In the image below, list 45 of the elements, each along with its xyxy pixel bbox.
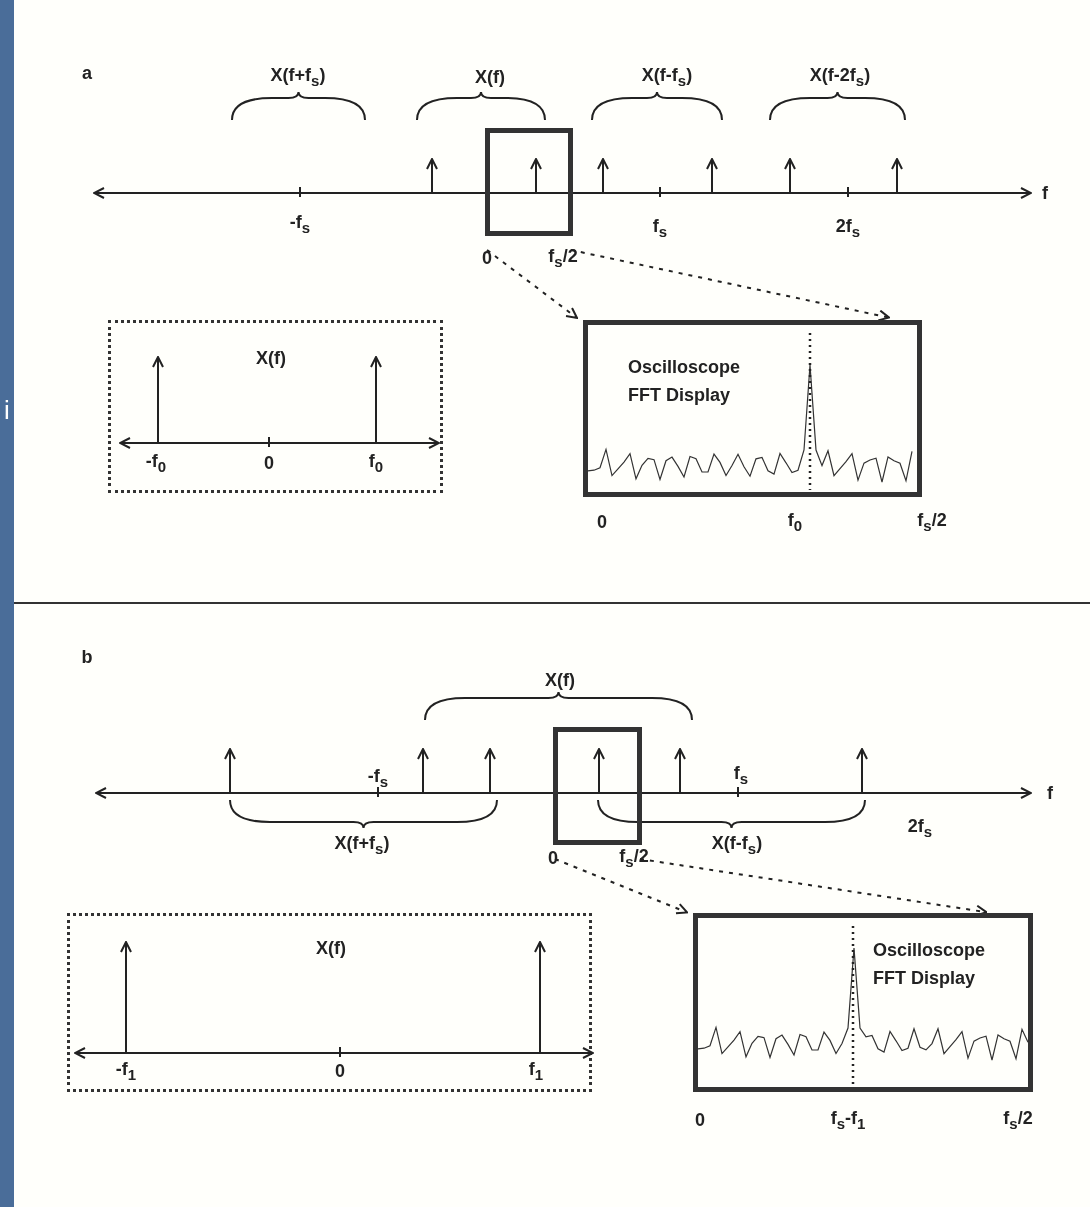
leader-line bbox=[554, 858, 689, 915]
spectrum-label: X(f-f$_{s}$) bbox=[641, 66, 693, 88]
panel-letter: b bbox=[81, 648, 93, 666]
spectrum-inset-panel bbox=[108, 320, 443, 493]
oscilloscope-screen bbox=[583, 320, 922, 497]
tick-label: 0 bbox=[548, 849, 558, 867]
spectrum-label: X(f) bbox=[475, 68, 505, 86]
screen-caption: Oscilloscope FFT Display bbox=[628, 356, 741, 407]
tick-label: 0 bbox=[335, 1062, 345, 1080]
tick-label: 0 bbox=[482, 249, 492, 267]
tick-label: f$_{1}$ bbox=[528, 1060, 544, 1082]
zoom-window bbox=[485, 128, 573, 236]
tick-label: f$_{s}$ bbox=[733, 764, 749, 786]
tick-label: f$_{s}$-f$_{1}$ bbox=[830, 1109, 866, 1131]
leader-line bbox=[486, 249, 578, 319]
tick-label: f$_{0}$ bbox=[368, 452, 384, 474]
axis-label: f bbox=[1042, 184, 1048, 202]
spectrum-label: X(f+f$_{s}$) bbox=[334, 834, 390, 856]
spectrum-label: X(f-2f$_{s}$) bbox=[809, 66, 871, 88]
axis-label: f bbox=[1047, 784, 1053, 802]
tick-label: -f$_{s}$ bbox=[367, 767, 389, 789]
spectrum-inset-panel bbox=[67, 913, 592, 1092]
zoom-window bbox=[553, 727, 642, 845]
spectrum-label: X(f+f$_{s}$) bbox=[270, 66, 326, 88]
spectrum-label: X(f-f$_{s}$) bbox=[711, 834, 763, 856]
spectrum-label: X(f) bbox=[545, 671, 575, 689]
tick-label: 0 bbox=[264, 454, 274, 472]
spectrum-label: X(f) bbox=[316, 939, 346, 957]
tick-label: f$_{s}$/2 bbox=[1003, 1109, 1033, 1131]
tick-label: -f$_{1}$ bbox=[115, 1060, 137, 1082]
tick-label: f$_{s}$/2 bbox=[619, 847, 649, 869]
oscilloscope-screen bbox=[693, 913, 1033, 1092]
screen-caption: Oscilloscope FFT Display bbox=[873, 939, 986, 990]
tick-label: f$_{s}$ bbox=[652, 217, 668, 239]
tick-label: -f$_{0}$ bbox=[145, 452, 167, 474]
tick-label: 2f$_{s}$ bbox=[907, 817, 933, 839]
tick-label: -f$_{s}$ bbox=[289, 213, 311, 235]
tick-label: f$_{s}$/2 bbox=[548, 247, 578, 269]
text-fragment: i bbox=[4, 397, 10, 423]
panel-letter: a bbox=[82, 64, 92, 82]
spectrum-label: X(f) bbox=[256, 349, 286, 367]
tick-label: 2f$_{s}$ bbox=[835, 217, 861, 239]
tick-label: f$_{s}$/2 bbox=[917, 511, 947, 533]
tick-label: 0 bbox=[695, 1111, 705, 1129]
tick-label: 0 bbox=[597, 513, 607, 531]
